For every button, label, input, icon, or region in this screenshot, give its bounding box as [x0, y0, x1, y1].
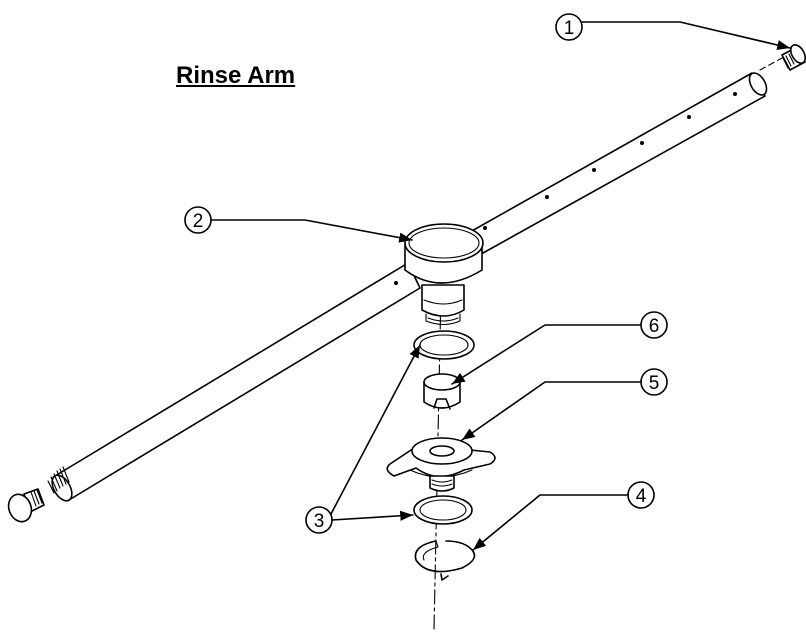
plug-axis-right [760, 58, 782, 70]
callout-5-label: 5 [649, 373, 660, 394]
rinse-arm-right-tube [470, 70, 770, 253]
callout-1: 1 [556, 14, 790, 48]
callout-6: 6 [452, 312, 667, 384]
o-ring-lower [414, 496, 472, 524]
o-ring-upper [414, 331, 474, 359]
callout-4: 4 [473, 482, 654, 550]
bushing [424, 374, 460, 409]
callout-2-label: 2 [193, 211, 204, 232]
callout-1-label: 1 [564, 18, 575, 39]
hub-assembly [405, 224, 483, 325]
end-plug-left [5, 489, 44, 525]
rinse-arm-left-tube [48, 263, 420, 504]
callout-4-label: 4 [636, 486, 647, 507]
callout-2: 2 [185, 207, 412, 240]
callout-5: 5 [462, 369, 667, 440]
retaining-clip [415, 541, 474, 580]
callout-3: 3 [306, 345, 420, 533]
callout-6-label: 6 [649, 316, 660, 337]
callout-3-label: 3 [314, 511, 325, 532]
wing-nut [387, 438, 495, 491]
